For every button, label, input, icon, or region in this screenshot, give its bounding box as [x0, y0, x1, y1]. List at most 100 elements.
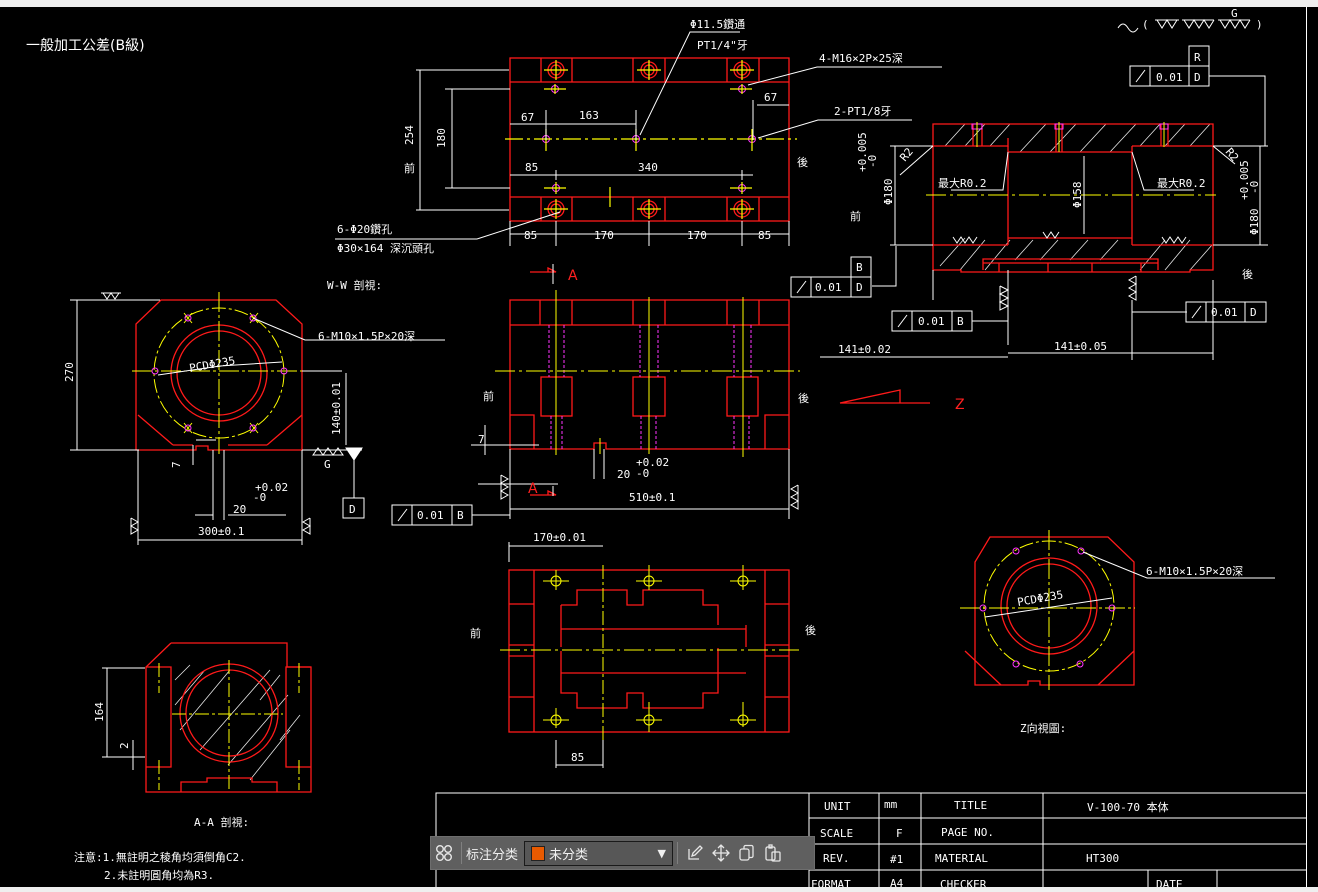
page-label: PAGE NO. — [941, 826, 994, 839]
svg-text:7: 7 — [478, 433, 485, 446]
ww-section-view — [70, 292, 445, 545]
window-bottom-bar — [0, 887, 1318, 892]
material-value: HT300 — [1086, 852, 1119, 865]
svg-text:270: 270 — [63, 362, 76, 382]
svg-text:G: G — [1231, 7, 1238, 20]
material-label: MATERIAL — [935, 852, 988, 865]
svg-text:W-W 剖視:: W-W 剖視: — [327, 278, 382, 292]
category-color-swatch — [531, 845, 546, 861]
copy-icon[interactable] — [734, 840, 760, 866]
paste-icon[interactable] — [760, 840, 786, 866]
svg-text:0.01: 0.01 — [815, 281, 842, 294]
edit-icon[interactable] — [682, 840, 708, 866]
svg-text:+0.005: +0.005 — [1238, 160, 1251, 200]
title-label: TITLE — [954, 799, 987, 812]
svg-text:-0: -0 — [253, 491, 266, 504]
svg-text:0.01: 0.01 — [417, 509, 444, 522]
svg-text:Φ180: Φ180 — [1248, 209, 1261, 236]
svg-text:-0: -0 — [636, 467, 649, 480]
svg-text:6-Φ20鑽孔: 6-Φ20鑽孔 — [337, 222, 392, 236]
svg-text:0.01: 0.01 — [918, 315, 945, 328]
svg-text:前: 前 — [850, 209, 861, 223]
svg-text:6-M10×1.5P×20深: 6-M10×1.5P×20深 — [1146, 565, 1243, 578]
svg-text:Φ30×164 深沉頭孔: Φ30×164 深沉頭孔 — [337, 242, 434, 255]
unit-label: UNIT — [824, 800, 851, 813]
bottom-view — [500, 542, 800, 768]
svg-text:前: 前 — [404, 161, 415, 175]
svg-text:(: ( — [1142, 18, 1149, 31]
svg-text:510±0.1: 510±0.1 — [629, 491, 675, 504]
annotation-toolbar: 标注分类 未分类 ▼ — [430, 836, 815, 870]
top-view — [335, 31, 942, 246]
svg-text:Φ158: Φ158 — [1071, 182, 1084, 209]
svg-text:D: D — [856, 281, 863, 294]
annotation-category-select[interactable]: 未分类 ▼ — [524, 840, 674, 866]
svg-text:B: B — [457, 509, 464, 522]
svg-text:A: A — [568, 268, 578, 284]
svg-text:85: 85 — [571, 751, 584, 764]
unit-value: mm — [884, 798, 898, 811]
svg-text:最大R0.2: 最大R0.2 — [938, 176, 987, 190]
svg-text:85: 85 — [524, 229, 537, 242]
svg-text:Φ11.5鑽通: Φ11.5鑽通 — [690, 17, 745, 31]
svg-text:0.01: 0.01 — [1156, 71, 1183, 84]
surface-legend: ( G ) — [1117, 7, 1263, 33]
svg-text:85: 85 — [525, 161, 538, 174]
svg-text:最大R0.2: 最大R0.2 — [1157, 176, 1206, 190]
svg-text:R: R — [1194, 51, 1201, 64]
side-section-view — [790, 122, 1268, 360]
svg-text:170±0.01: 170±0.01 — [533, 531, 586, 544]
apps-icon[interactable] — [431, 840, 457, 866]
note-2: 2.未註明圓角均為R3. — [104, 868, 214, 882]
svg-text:G: G — [324, 458, 331, 471]
rev-label: REV. — [823, 852, 850, 865]
svg-text:-0: -0 — [1248, 181, 1261, 194]
svg-text:後: 後 — [797, 155, 808, 169]
aa-section-view — [102, 642, 312, 793]
svg-text:140±0.01: 140±0.01 — [330, 382, 343, 435]
toolbar-divider — [461, 842, 462, 864]
svg-text:340: 340 — [638, 161, 658, 174]
svg-text:Z: Z — [955, 397, 965, 413]
svg-text:67: 67 — [764, 91, 777, 104]
front-view — [391, 264, 930, 526]
svg-text:164: 164 — [93, 702, 106, 722]
svg-text:後: 後 — [1242, 267, 1253, 281]
category-select-value: 未分类 — [549, 847, 589, 863]
svg-text:85: 85 — [758, 229, 771, 242]
svg-text:20: 20 — [617, 468, 630, 481]
toolbar-divider — [677, 842, 679, 864]
sheet-border — [1306, 7, 1307, 887]
svg-text:300±0.1: 300±0.1 — [198, 525, 244, 538]
svg-text:180: 180 — [435, 128, 448, 148]
svg-text:2-PT1/8牙: 2-PT1/8牙 — [834, 105, 891, 118]
svg-text:67: 67 — [521, 111, 534, 124]
svg-text:D: D — [1194, 71, 1201, 84]
chevron-down-icon: ▼ — [657, 846, 667, 860]
svg-text:A-A 剖視:: A-A 剖視: — [194, 815, 249, 829]
svg-text:170: 170 — [594, 229, 614, 242]
svg-text:後: 後 — [798, 391, 809, 405]
svg-text:170: 170 — [687, 229, 707, 242]
svg-text:-0: -0 — [866, 155, 879, 168]
svg-text:+0.02: +0.02 — [636, 456, 669, 469]
title-value: V-100-70 本体 — [1087, 800, 1169, 814]
svg-text:163: 163 — [579, 109, 599, 122]
svg-text:0.01: 0.01 — [1211, 306, 1238, 319]
format-value: A4 — [890, 877, 904, 890]
svg-text:7: 7 — [170, 461, 183, 468]
svg-text:D: D — [1250, 306, 1257, 319]
runout-frame-top — [1129, 45, 1266, 146]
svg-text:+0.02: +0.02 — [255, 481, 288, 494]
svg-text:PT1/4"牙: PT1/4"牙 — [697, 39, 748, 52]
svg-text:): ) — [1256, 18, 1263, 31]
svg-text:前: 前 — [483, 389, 494, 403]
svg-text:A: A — [528, 481, 538, 497]
svg-text:B: B — [856, 261, 863, 274]
note-1: 注意:1.無註明之稜角均須倒角C2. — [74, 850, 246, 864]
move-icon[interactable] — [708, 840, 734, 866]
svg-text:Φ180: Φ180 — [882, 179, 895, 206]
annotation-category-label: 标注分类 — [466, 847, 519, 863]
z-view — [960, 530, 1275, 690]
